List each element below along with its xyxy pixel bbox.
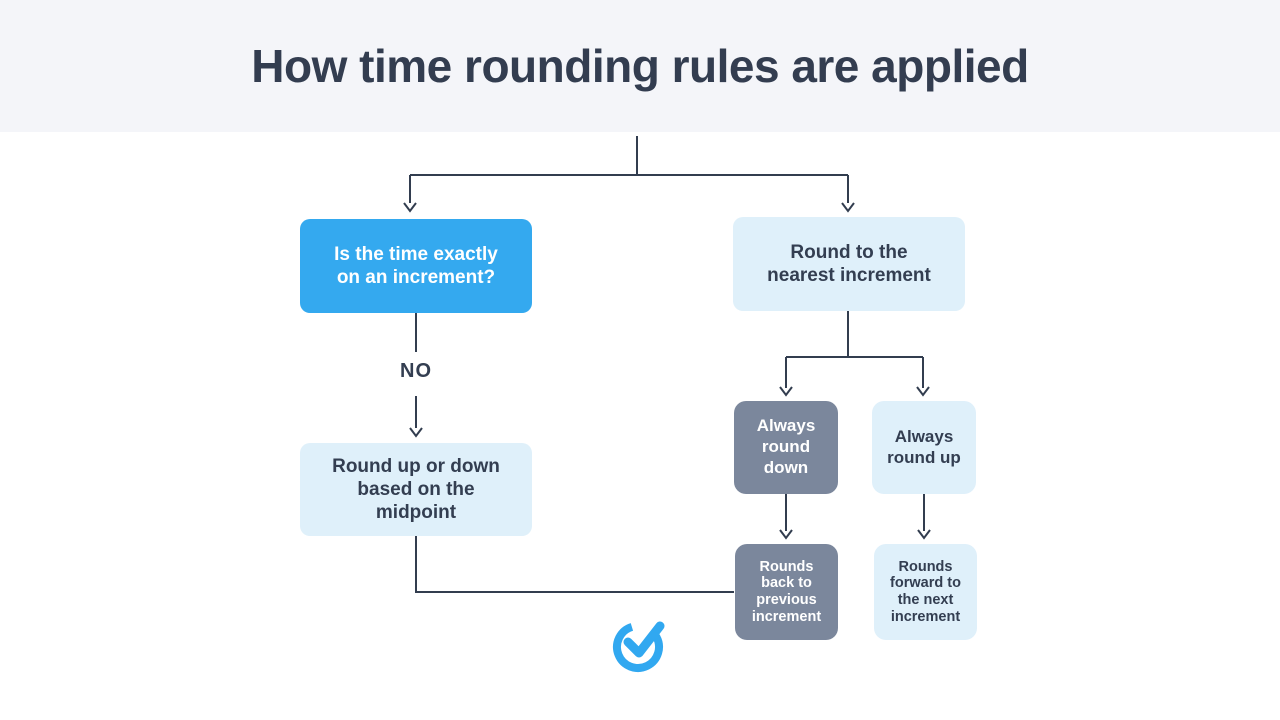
edge-label-no: NO <box>400 360 432 382</box>
node-always-round-up: Always round up <box>872 401 976 494</box>
arrowhead-icons <box>403 202 931 540</box>
connector-lines <box>409 136 925 593</box>
node-rounds-forward-label: Rounds forward to the next increment <box>890 558 961 625</box>
node-rounds-forward: Rounds forward to the next increment <box>874 544 977 640</box>
node-question: Is the time exactly on an increment? <box>300 219 532 313</box>
node-round-nearest-label: Round to the nearest increment <box>767 241 931 286</box>
node-always-round-up-label: Always round up <box>887 426 961 467</box>
logo-checkmark <box>623 621 665 658</box>
header-band: How time rounding rules are applied <box>0 0 1280 132</box>
node-round-nearest: Round to the nearest increment <box>733 217 965 311</box>
page-title: How time rounding rules are applied <box>251 40 1029 92</box>
node-midpoint-label: Round up or down based on the midpoint <box>332 455 500 524</box>
node-question-label: Is the time exactly on an increment? <box>334 243 498 288</box>
node-always-round-down: Always round down <box>734 401 838 494</box>
node-rounds-back: Rounds back to previous increment <box>735 544 838 640</box>
node-rounds-back-label: Rounds back to previous increment <box>751 558 822 625</box>
check-circle-clock-icon <box>613 621 665 672</box>
node-midpoint: Round up or down based on the midpoint <box>300 443 532 536</box>
logo-ring <box>613 623 663 672</box>
node-always-round-down-label: Always round down <box>756 416 816 477</box>
